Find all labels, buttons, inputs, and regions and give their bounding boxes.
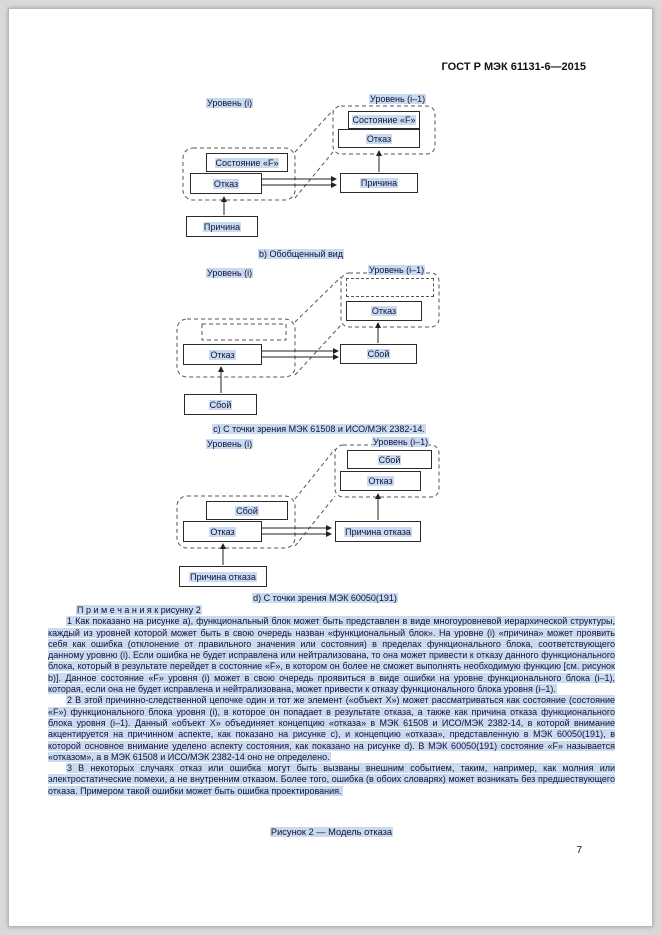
note-paragraph-2: 2 В этой причинно-следственной цепочке о… <box>48 695 615 762</box>
failure-box-upper-d: Отказ <box>340 471 421 491</box>
caption-diagram-c: с) С точки зрения МЭК 61508 и ИСО/МЭК 23… <box>212 424 426 434</box>
fault-box-upper-d: Сбой <box>347 450 432 469</box>
level-i1-label-d: Уровень (i–1) <box>372 437 430 447</box>
failure-box-upper-c: Отказ <box>346 301 422 321</box>
level-i-label-b: Уровень (i) <box>206 98 254 108</box>
doc-header: ГОСТ Р МЭК 61131-6—2015 <box>441 61 586 73</box>
caption-diagram-b: b) Обобщенный вид <box>257 249 345 259</box>
failure-box-upper-b: Отказ <box>338 129 420 148</box>
note-paragraph-3: 3 В некоторых случаях отказ или ошибка м… <box>48 763 615 796</box>
fault-box-upper-c: Сбой <box>340 344 417 364</box>
level-i1-label-b: Уровень (i–1) <box>369 94 427 104</box>
diagram-connectors <box>176 105 440 565</box>
failure-cause-box-upper-d: Причина отказа <box>335 521 421 542</box>
fault-box-lower-c: Сбой <box>184 394 257 415</box>
failure-cause-box-lower-d: Причина отказа <box>179 566 267 587</box>
fault-box-lower-d: Сбой <box>206 501 288 520</box>
failure-box-lower-b: Отказ <box>190 173 262 194</box>
diagram-c-lines <box>176 272 440 393</box>
caption-diagram-d: d) С точки зрения МЭК 60050(191) <box>252 593 398 603</box>
undefined-state-box-c <box>346 278 434 297</box>
notes-heading: П р и м е ч а н и я к рисунку 2 <box>76 605 202 615</box>
page-number: 7 <box>576 845 582 856</box>
cause-box-upper-b: Причина <box>340 173 418 193</box>
figure-caption: Рисунок 2 — Модель отказа <box>269 827 394 837</box>
state-f-box-lower-b: Состояние «F» <box>206 153 288 172</box>
level-i-label-d: Уровень (i) <box>206 439 254 449</box>
failure-box-lower-d: Отказ <box>183 521 262 542</box>
state-f-box-upper-b: Состояние «F» <box>348 111 420 129</box>
document-page: ГОСТ Р МЭК 61131-6—2015 <box>8 8 653 927</box>
diagram-b-lines <box>182 105 436 215</box>
cause-box-lower-b: Причина <box>186 216 258 237</box>
level-i1-label-c: Уровень (i–1) <box>368 265 426 275</box>
note-paragraph-1: 1 Как показано на рисунке а), функционал… <box>48 616 615 695</box>
failure-box-lower-c: Отказ <box>183 344 262 365</box>
level-i-label-c: Уровень (i) <box>206 268 254 278</box>
notes-block: П р и м е ч а н и я к рисунку 2 1 Как по… <box>48 605 615 797</box>
